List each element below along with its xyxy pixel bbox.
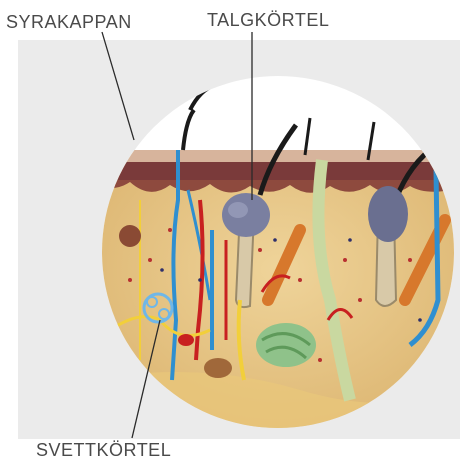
sebaceous-gland-2 <box>368 186 408 242</box>
label-talgkortel: TALGKÖRTEL <box>207 10 329 30</box>
label-syrakappan: SYRAKAPPAN <box>6 12 132 32</box>
sebaceous-gland-1 <box>222 193 270 237</box>
label-svettkortel: SVETTKÖRTEL <box>36 440 171 460</box>
pacinian-corpuscle <box>204 358 232 378</box>
hair-bulb <box>119 225 141 247</box>
sweat-gland-coil <box>256 323 316 367</box>
leader-line-syrakappan <box>102 32 134 140</box>
